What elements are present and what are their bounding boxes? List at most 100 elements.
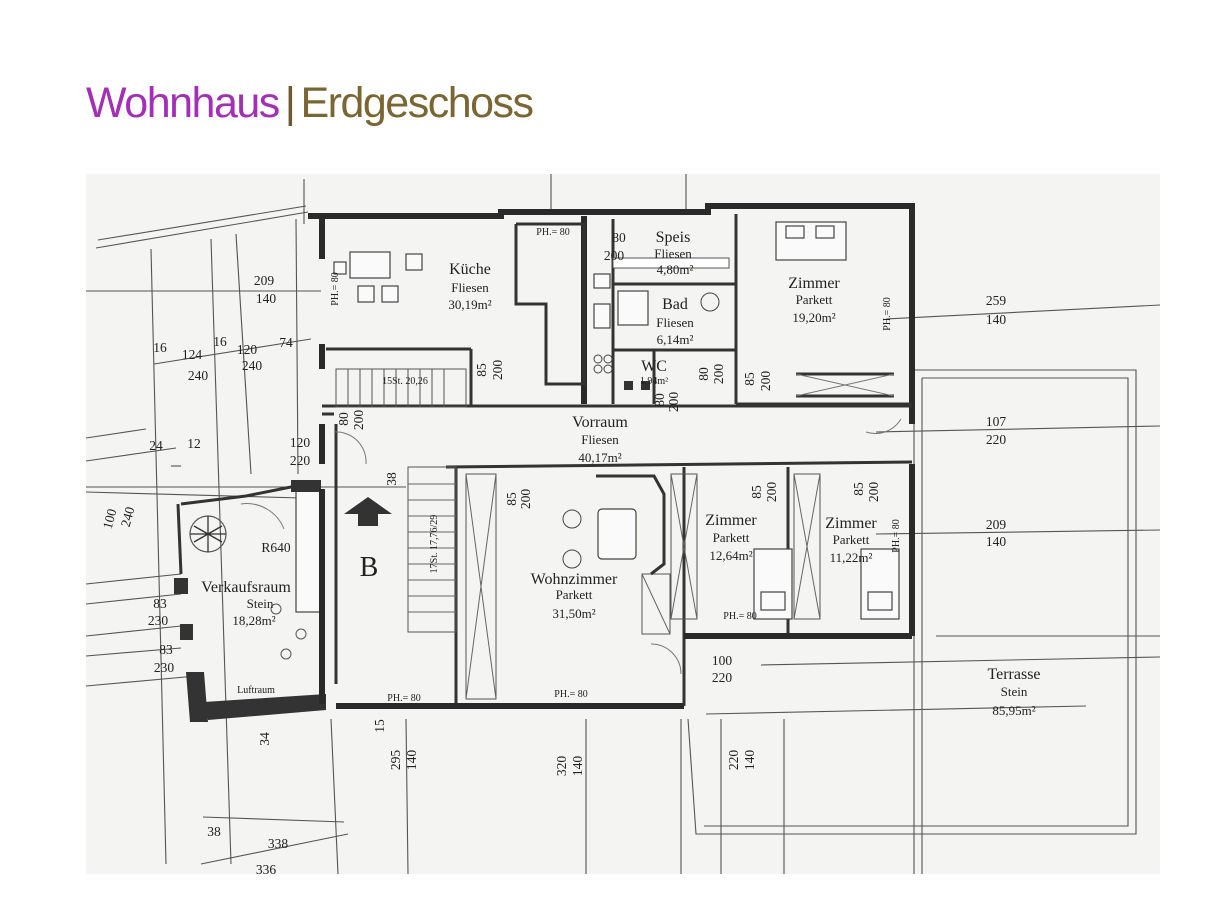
dimension-label: 200: [711, 364, 726, 385]
dimension-label: 200: [604, 248, 625, 263]
dimension-label: 100: [100, 507, 120, 531]
dimension-label: 230: [148, 613, 169, 628]
dimension-label: 320: [554, 756, 569, 777]
dimension-label: 15: [372, 719, 387, 733]
label-bad-floor: Fliesen: [656, 315, 694, 330]
dimension-label: 259: [986, 293, 1007, 308]
room-labels: Küche Fliesen 30,19m² Speis Fliesen 4,80…: [201, 229, 1040, 718]
label-verkauf-name: Verkaufsraum: [201, 579, 291, 596]
dimension-label: 240: [242, 358, 263, 373]
dimension-label: 140: [404, 750, 419, 771]
dimension-label: 80: [612, 230, 626, 245]
label-vorraum-floor: Fliesen: [581, 432, 619, 447]
dimension-label: 220: [712, 670, 733, 685]
fixtures: [333, 221, 902, 700]
page-title: Wohnhaus|Erdgeschoss: [86, 79, 534, 127]
label-kueche-area: 30,19m²: [448, 297, 491, 312]
dimension-label: 83: [153, 596, 167, 611]
dimension-label: 16: [153, 340, 167, 355]
dimension-label: 295: [388, 750, 403, 771]
annotations: PH.= 80 PH.= 80 PH.= 80 PH.= 80 PH.= 80 …: [261, 227, 902, 704]
ph-zimmer2: PH.= 80: [723, 611, 756, 622]
dimension-label: 85: [742, 372, 757, 386]
label-wohnzimmer-floor: Parkett: [556, 587, 593, 602]
title-separator: |: [284, 79, 296, 127]
ph-zimmer3: PH.= 80: [891, 519, 902, 552]
dimension-label: 80: [336, 412, 351, 426]
dimension-label: 209: [986, 517, 1007, 532]
label-luftraum: Luftraum: [237, 685, 275, 696]
dimension-label: 120: [290, 435, 311, 450]
dimension-label: 140: [986, 312, 1007, 327]
dimension-label: 140: [256, 291, 277, 306]
dimension-label: 34: [257, 732, 272, 746]
dimension-label: 85: [851, 482, 866, 496]
dimension-label: 100: [712, 653, 733, 668]
dimension-label: 38: [207, 824, 221, 839]
label-terrasse-area: 85,95m²: [992, 703, 1035, 718]
dimension-label: 83: [159, 642, 173, 657]
dimension-label: 209: [254, 273, 275, 288]
dimension-label: 240: [118, 505, 138, 529]
ph-wohn-bottom: PH.= 80: [554, 689, 587, 700]
dimension-label: 140: [742, 750, 757, 771]
ph-right: PH.= 80: [882, 297, 893, 330]
label-verkauf-floor: Stein: [247, 596, 274, 611]
label-vorraum-area: 40,17m²: [578, 450, 621, 465]
dimension-label: 38: [384, 472, 399, 486]
verkauf-annex: [95, 205, 326, 865]
label-vorraum-name: Vorraum: [572, 414, 628, 431]
dimension-label: 85: [749, 485, 764, 499]
label-zimmer3-name: Zimmer: [825, 515, 877, 532]
stairs-side-label: 17St. 17,76/29: [429, 515, 440, 574]
label-terrasse-floor: Stein: [1001, 684, 1028, 699]
dimension-label: 200: [666, 392, 681, 413]
label-zimmer2-name: Zimmer: [705, 512, 757, 529]
label-speis-area: 4,80m²: [657, 262, 694, 277]
dimension-label: 107: [986, 414, 1007, 429]
dimension-label: 200: [758, 371, 773, 392]
dimension-label: 85: [504, 492, 519, 506]
dimension-label: 338: [268, 836, 289, 851]
dimension-label: 24: [149, 438, 163, 453]
label-speis-floor: Fliesen: [654, 246, 692, 261]
label-terrasse-name: Terrasse: [987, 666, 1040, 683]
dimension-label: 220: [290, 453, 311, 468]
label-wc-name: WC: [641, 358, 667, 375]
dimension-label: 80: [652, 393, 667, 407]
title-building: Wohnhaus: [86, 79, 280, 127]
dimension-label: 200: [351, 410, 366, 431]
label-verkauf-area: 18,28m²: [232, 613, 275, 628]
terrace-outline: [680, 369, 1160, 874]
ph-left: PH.= 80: [330, 272, 341, 305]
label-zimmer3-area: 11,22m²: [830, 550, 873, 565]
dimension-label: 200: [490, 360, 505, 381]
dimension-label: 336: [256, 862, 277, 874]
dimension-numbers: 209 140 80 200 259 140 107 220 209 140 1…: [100, 230, 1007, 874]
dimension-label: 240: [188, 368, 209, 383]
floor-plan: Küche Fliesen 30,19m² Speis Fliesen 4,80…: [86, 174, 1160, 874]
dimension-label: 12: [187, 436, 201, 451]
dimension-label: 220: [986, 432, 1007, 447]
label-kueche-floor: Fliesen: [451, 280, 489, 295]
label-bad-area: 6,14m²: [657, 332, 694, 347]
label-bad-name: Bad: [662, 296, 688, 313]
dimension-label: 220: [726, 750, 741, 771]
title-floor: Erdgeschoss: [300, 79, 534, 127]
dimension-label: 85: [474, 363, 489, 377]
dimension-label: 230: [154, 660, 175, 675]
label-wc-area: 1,94m²: [640, 376, 668, 387]
floor-plan-drawing: Küche Fliesen 30,19m² Speis Fliesen 4,80…: [86, 174, 1160, 874]
dimension-label: 80: [696, 367, 711, 381]
label-zimmer2-area: 12,64m²: [709, 548, 752, 563]
stairs-up-label: 15St. 20,26: [382, 376, 428, 387]
dimension-label: 200: [518, 489, 533, 510]
dimension-label: 120: [237, 342, 258, 357]
label-zimmer1-area: 19,20m²: [792, 310, 835, 325]
ph-wohn-left: PH.= 80: [387, 693, 420, 704]
ph-top: PH.= 80: [536, 227, 569, 238]
dimension-label: 140: [986, 534, 1007, 549]
label-speis-name: Speis: [656, 229, 691, 246]
label-zimmer1-floor: Parkett: [796, 292, 833, 307]
section-b: B: [360, 552, 379, 583]
